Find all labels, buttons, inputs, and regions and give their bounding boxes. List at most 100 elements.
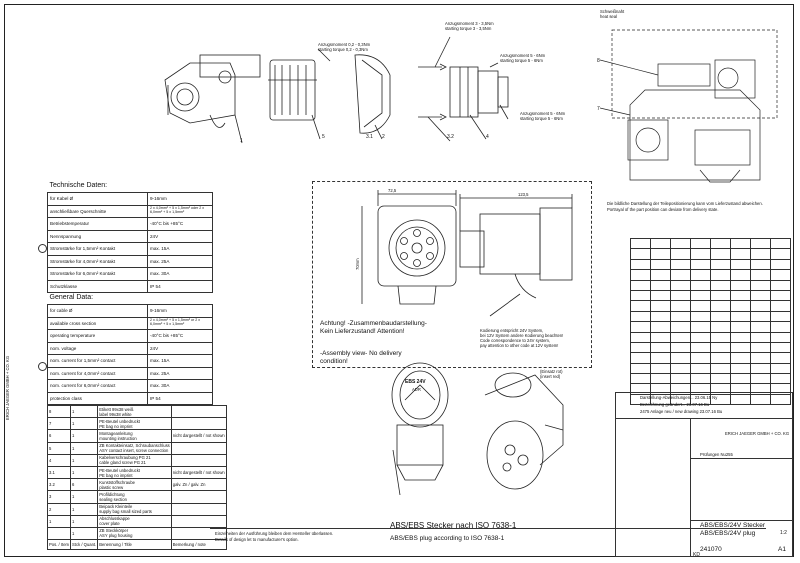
front-view-body xyxy=(377,205,457,287)
coding-note-4: pay attention to other code at 12V syste… xyxy=(480,343,559,348)
grid-cell xyxy=(730,300,751,312)
grid-cell xyxy=(690,269,711,281)
cap-label-top: EBS 24V xyxy=(405,379,426,385)
grid-cell xyxy=(770,310,791,323)
grid-cell xyxy=(630,279,651,291)
tech-en-label: nom. current for 4,0mm² contact xyxy=(47,366,148,380)
grid-cell xyxy=(710,362,731,375)
part-note xyxy=(170,490,227,504)
part-qty: 1 xyxy=(70,441,99,455)
grid-cell xyxy=(650,341,671,354)
part-qty: 1 xyxy=(70,502,99,516)
grid-cell xyxy=(730,373,751,385)
torque2-en-label: starting torque 3 - 3,5Nm xyxy=(445,26,492,31)
grid-cell xyxy=(670,362,691,375)
tech-en-value: max. 30A xyxy=(147,379,213,393)
callout-3-1: 3.1 xyxy=(366,134,373,140)
tech-de-value: 24V xyxy=(147,229,213,243)
grid-cell xyxy=(750,248,771,260)
grid-cell xyxy=(730,237,751,250)
tech-en-value: 24V xyxy=(147,341,213,355)
approved-label: Prüfungen Nu255 xyxy=(700,452,733,457)
grid-cell xyxy=(690,341,711,354)
callout-7: 7 xyxy=(597,106,600,112)
grid-cell xyxy=(650,269,671,281)
torque1-en-label: starting torque 0,2 - 0,3Nm xyxy=(318,47,368,52)
grid-cell xyxy=(770,373,791,385)
part-qty: 1 xyxy=(70,404,99,419)
drawing-number: 241070 xyxy=(700,546,722,553)
grid-cell xyxy=(670,310,691,323)
grid-cell xyxy=(630,331,651,343)
grid-cell xyxy=(710,269,731,281)
title-main-en: ABS/EBS plug according to ISO 7638-1 xyxy=(390,535,505,542)
grid-cell xyxy=(730,321,751,333)
grid-cell xyxy=(770,289,791,302)
grid-cell xyxy=(650,362,671,375)
grid-cell xyxy=(710,258,731,271)
grid-cell xyxy=(770,321,791,333)
revision-code: KD xyxy=(693,552,700,558)
dim-width-2: 123,5 xyxy=(518,192,529,197)
grid-cell xyxy=(770,331,791,343)
coding-note-2: bei 12V System andere Kodierung beachten… xyxy=(480,333,564,338)
tech-en-value: IP 54 xyxy=(147,391,213,405)
insert-note-en: (insert red) xyxy=(540,374,561,379)
manufacturer-note-de: Einzelheiten der Ausführung bleiben dem … xyxy=(215,531,334,536)
torque1-label: Anzugsmoment 0,2 - 0,3Nm xyxy=(318,42,371,47)
grid-cell xyxy=(710,352,731,364)
callout-8: 8 xyxy=(597,58,600,64)
tech-de-label: anschließbare Querschnitte xyxy=(47,204,148,218)
tech-en-label: nom. voltage xyxy=(47,341,148,355)
grid-cell xyxy=(690,248,711,260)
torque4-en-label: starting torque 5 - 6Nm xyxy=(520,116,563,121)
tech-en-value: max. 25A xyxy=(147,366,213,380)
revision-grid xyxy=(630,237,791,406)
grid-cell xyxy=(750,269,771,281)
grid-cell xyxy=(750,258,771,271)
grid-cell xyxy=(750,237,771,250)
coding-note-3: Code correspondence to 24V system, xyxy=(480,338,551,343)
grid-cell xyxy=(690,237,711,250)
torque3-en-label: starting torque 5 - 6Nm xyxy=(500,58,543,63)
grid-cell xyxy=(770,300,791,312)
grid-cell xyxy=(770,341,791,354)
grid-cell xyxy=(750,321,771,333)
housing-ring xyxy=(170,82,200,112)
grid-cell xyxy=(750,373,771,385)
grid-cell xyxy=(750,310,771,323)
grid-cell xyxy=(730,289,751,302)
dim-height: 70mm xyxy=(355,258,360,270)
grid-cell xyxy=(770,248,791,260)
side-view-body xyxy=(479,213,541,275)
seal-label: Schweißnaht xyxy=(600,9,625,14)
grid-cell xyxy=(750,341,771,354)
part-qty: 1 xyxy=(70,429,99,443)
part-note xyxy=(170,526,227,541)
parts-header: Benennung / Title xyxy=(97,539,172,551)
grid-cell xyxy=(630,362,651,375)
tech-de-label: für Kabel Ø xyxy=(47,192,148,206)
product-body xyxy=(629,89,761,181)
grid-cell xyxy=(630,258,651,271)
grid-cell xyxy=(710,331,731,343)
grid-cell xyxy=(750,300,771,312)
grid-cell xyxy=(690,258,711,271)
grid-cell xyxy=(650,331,671,343)
socket-iso xyxy=(486,420,544,490)
rev-row: Darstellung-Abweichungen... 23.06.15 Ny xyxy=(640,395,718,400)
grid-cell xyxy=(690,321,711,333)
part-pos: 8 xyxy=(46,404,72,419)
part-pos: 3.1 xyxy=(46,465,72,480)
tech-en-label: nom. current for 1,5mm² contact xyxy=(47,354,148,368)
grid-cell xyxy=(750,279,771,291)
divider xyxy=(690,458,793,459)
callout-5: 5 xyxy=(322,134,325,140)
grid-cell xyxy=(630,269,651,281)
coding-note-1: Kodierung entspricht 24V System, xyxy=(480,328,544,333)
